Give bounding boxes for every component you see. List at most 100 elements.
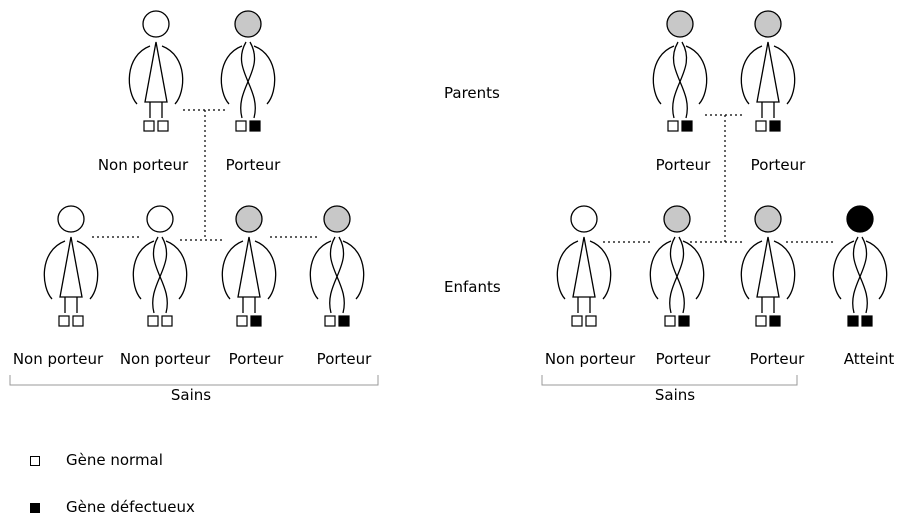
left-child-1-figure-gene-2 <box>72 315 84 327</box>
right-parent-2-figure-gene-2 <box>769 120 781 132</box>
left-child-1-figure-right-arm <box>76 240 99 300</box>
left-parent-1-figure-gene-2 <box>157 120 169 132</box>
right-child-3-figure-body <box>756 236 780 298</box>
right-child-2-figure-strand-1 <box>669 236 685 314</box>
right-child-1-figure <box>556 205 612 327</box>
right-parent-2-figure-legs <box>761 102 775 118</box>
left-child-2-figure-strand-2 <box>152 236 168 314</box>
left-child-2-figure-strand-1 <box>152 236 168 314</box>
right-child-2-figure-left-arm <box>649 240 672 300</box>
right-parent-2-figure-right-arm <box>773 45 796 105</box>
connectors-layer <box>92 109 835 243</box>
left-child-3-figure <box>221 205 277 327</box>
left-child-3-figure-gene-2 <box>250 315 262 327</box>
right-child-1-figure-gene-2 <box>585 315 597 327</box>
left-parent-2-figure-strand-2 <box>240 41 256 119</box>
legend-defective-gene-label: Gène défectueux <box>66 498 195 516</box>
left-child-1-figure-gene-1 <box>58 315 70 327</box>
right-child-3-figure <box>740 205 796 327</box>
left-child-3-figure-left-arm <box>221 240 244 300</box>
left-child-1-status: Non porteur <box>12 350 104 368</box>
right-parent-1-figure-gene-1 <box>667 120 679 132</box>
right-child-1-status: Non porteur <box>544 350 636 368</box>
right-child-2-figure-gene-2 <box>678 315 690 327</box>
legend-defective-gene: Gène défectueux <box>30 498 195 516</box>
left-parent-1-figure <box>128 10 184 132</box>
right-child-1-figure-right-arm <box>589 240 612 300</box>
right-parent-2-figure-head <box>754 10 782 38</box>
right-parent-1-figure-left-arm <box>652 45 675 105</box>
left-child-4-figure-strand-2 <box>329 236 345 314</box>
right-child-2-status: Porteur <box>655 350 711 368</box>
right-child-4-figure-left-arm <box>832 240 855 300</box>
right-parent-1-figure-right-arm <box>685 45 708 105</box>
right-child-1-figure-head <box>570 205 598 233</box>
right-child-4-figure-right-arm <box>865 240 888 300</box>
right-child-4-figure-gene-2 <box>861 315 873 327</box>
left-child-4-figure-head <box>323 205 351 233</box>
right-child-2-figure-head <box>663 205 691 233</box>
defective-gene-square-icon <box>30 502 40 513</box>
right-child-1-figure-legs <box>577 297 591 313</box>
right-child-1-figure-body <box>572 236 596 298</box>
legend-normal-gene-label: Gène normal <box>66 451 163 469</box>
right-parent-1-figure-head <box>666 10 694 38</box>
left-child-2-figure-head <box>146 205 174 233</box>
left-child-2-figure-gene-1 <box>147 315 159 327</box>
left-parent-2-figure-right-arm <box>253 45 276 105</box>
left-child-4-figure-left-arm <box>309 240 332 300</box>
right-child-2-figure-strand-2 <box>669 236 685 314</box>
left-parent-1-figure-gene-1 <box>143 120 155 132</box>
left-parent-1-figure-body <box>144 41 168 103</box>
left-child-2-figure-right-arm <box>165 240 188 300</box>
right-parent-1-figure-gene-2 <box>681 120 693 132</box>
left-parent-2-figure-gene-1 <box>235 120 247 132</box>
left-child-2-figure-gene-2 <box>161 315 173 327</box>
left-child-3-figure-body <box>237 236 261 298</box>
left-parent-1-figure-left-arm <box>128 45 151 105</box>
right-child-4-figure-strand-1 <box>852 236 868 314</box>
left-child-3-figure-gene-1 <box>236 315 248 327</box>
right-parent-1-figure-strand-2 <box>672 41 688 119</box>
left-child-2-status: Non porteur <box>119 350 211 368</box>
right-child-3-figure-gene-1 <box>755 315 767 327</box>
left-child-1-figure-head <box>57 205 85 233</box>
right-child-4-figure-strand-2 <box>852 236 868 314</box>
right-healthy-bracket <box>541 375 798 386</box>
right-parent-2-figure-body <box>756 41 780 103</box>
right-parent-2-figure-gene-1 <box>755 120 767 132</box>
left-child-1-figure-left-arm <box>43 240 66 300</box>
left-child-1-figure-body <box>59 236 83 298</box>
left-parent-2-figure-gene-2 <box>249 120 261 132</box>
left-parent-2-figure-left-arm <box>220 45 243 105</box>
left-parent-1-figure-head <box>142 10 170 38</box>
legend-normal-gene: Gène normal <box>30 451 163 469</box>
right-child-2-figure <box>649 205 705 327</box>
right-child-3-status: Porteur <box>749 350 805 368</box>
right-parent-2-figure <box>740 10 796 132</box>
left-child-4-figure-gene-1 <box>324 315 336 327</box>
right-child-3-figure-head <box>754 205 782 233</box>
left-healthy-label: Sains <box>170 386 212 404</box>
right-child-2-figure-gene-1 <box>664 315 676 327</box>
right-child-3-figure-gene-2 <box>769 315 781 327</box>
left-child-3-status: Porteur <box>228 350 284 368</box>
left-child-4-figure-gene-2 <box>338 315 350 327</box>
children-label: Enfants <box>444 278 501 296</box>
left-parent-2-figure-strand-1 <box>240 41 256 119</box>
left-child-3-figure-legs <box>242 297 256 313</box>
right-parent-1-figure-strand-1 <box>672 41 688 119</box>
left-parent-2-figure-head <box>234 10 262 38</box>
right-child-3-figure-legs <box>761 297 775 313</box>
left-child-4-figure-right-arm <box>342 240 365 300</box>
brackets <box>9 375 798 386</box>
left-parent-2-status: Porteur <box>225 156 281 174</box>
left-child-4-figure-strand-1 <box>329 236 345 314</box>
right-child-1-figure-left-arm <box>556 240 579 300</box>
right-parent-2-status: Porteur <box>750 156 806 174</box>
right-parent-2-figure-left-arm <box>740 45 763 105</box>
right-child-4-figure <box>832 205 888 327</box>
right-child-3-figure-left-arm <box>740 240 763 300</box>
left-child-1-figure-legs <box>64 297 78 313</box>
